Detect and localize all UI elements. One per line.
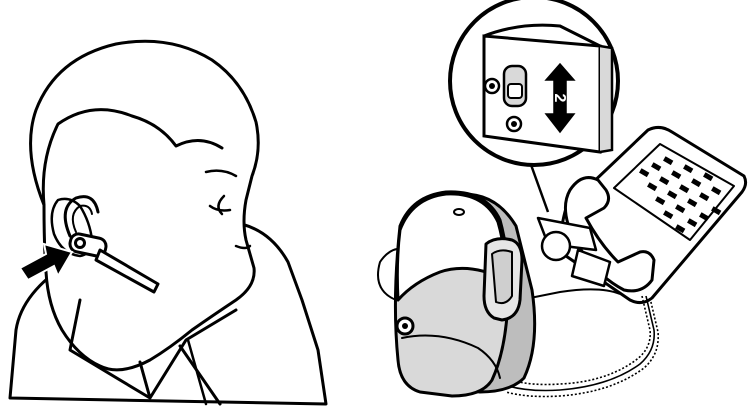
person-head: [29, 39, 260, 372]
person-hairline: [41, 108, 224, 207]
person-face-lines: [204, 169, 252, 250]
desk-phone: [559, 125, 748, 305]
slide-switch-knob: [507, 83, 523, 99]
headset-earloop-inner: [71, 204, 93, 233]
person-shirt-line: [186, 338, 208, 406]
handset-lifter: [536, 216, 612, 288]
arrow-right-icon: [18, 242, 74, 282]
charging-base-indicator: [453, 208, 465, 216]
charging-base: [393, 190, 537, 398]
coiled-cord: [505, 295, 660, 398]
person-wearing-headset: [8, 39, 328, 406]
person-collar: [68, 298, 238, 406]
headset-boom: [94, 248, 160, 294]
headset-earloop: [63, 195, 100, 238]
step-number: 2: [551, 94, 568, 103]
double-arrow-vertical-icon: [544, 62, 576, 134]
desk-phone-keypad: [639, 156, 722, 234]
callout-panel: [482, 34, 602, 154]
switch-callout: 2: [448, 0, 620, 167]
headset-on-ear: [63, 195, 160, 294]
callout-leader-line: [528, 161, 550, 213]
